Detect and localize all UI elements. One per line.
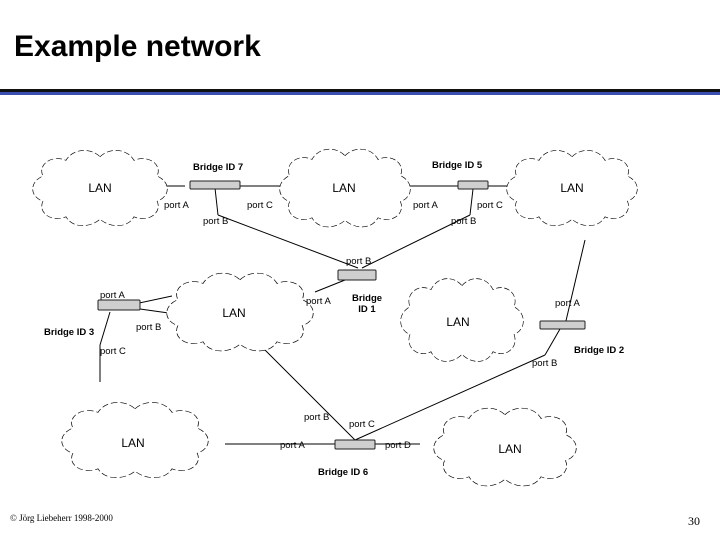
port-label: port B: [346, 256, 371, 267]
lan-label: LAN: [88, 181, 111, 195]
title-rule: [0, 89, 720, 92]
bridge-2: [539, 320, 586, 330]
bridge-1-label-line2: ID 1: [358, 304, 376, 315]
lan-label: LAN: [121, 436, 144, 450]
lan-label: LAN: [446, 315, 469, 329]
bridge-1: [337, 269, 377, 281]
port-label: port A: [555, 298, 580, 309]
lan-label: LAN: [222, 306, 245, 320]
link-b2-porta: [564, 239, 586, 326]
lan-label: LAN: [498, 442, 521, 456]
port-label: port A: [280, 440, 305, 451]
bridge-6-label: Bridge ID 6: [318, 467, 368, 478]
link-b5-to-b1: [361, 214, 471, 269]
links: [99, 185, 586, 445]
copyright-notice: © Jörg Liebeherr 1998-2000: [10, 513, 113, 523]
bridge-2-label: Bridge ID 2: [574, 345, 624, 356]
port-label: port B: [304, 412, 329, 423]
link-b1-porta: [314, 279, 346, 293]
port-label: port B: [203, 216, 228, 227]
bridge-5-label: Bridge ID 5: [432, 160, 483, 171]
page-number: 30: [688, 514, 700, 528]
link-b7-to-b1: [217, 214, 359, 269]
link-lan-to-b6: [254, 339, 356, 441]
bridge-7-label: Bridge ID 7: [193, 162, 243, 173]
port-label: port B: [136, 322, 161, 333]
port-label: port A: [100, 290, 125, 301]
port-label: port C: [100, 346, 126, 357]
bridge-5: [457, 180, 489, 190]
port-label: port A: [164, 200, 189, 211]
port-label: port B: [532, 358, 557, 369]
link-b2-portb: [544, 328, 561, 356]
lan-label: LAN: [332, 181, 355, 195]
lan-label: LAN: [560, 181, 583, 195]
slide-title: Example network: [14, 30, 261, 63]
link-b2-to-b6: [354, 354, 546, 441]
port-label: port A: [306, 296, 331, 307]
link-b7-portb: [214, 187, 219, 216]
port-label: port D: [385, 440, 411, 451]
bridge-1-label-line1: Bridge: [352, 293, 382, 304]
port-label: port C: [247, 200, 273, 211]
port-label: port A: [413, 200, 438, 211]
link-b5-portb: [469, 188, 474, 216]
port-label: port C: [477, 200, 503, 211]
bridge-3: [97, 299, 141, 311]
bridge-3-label: Bridge ID 3: [44, 327, 94, 338]
bridge-7: [189, 180, 241, 190]
port-label: port C: [349, 419, 375, 430]
bridge-6: [334, 439, 376, 450]
link-b3-portc: [99, 311, 111, 346]
port-label: port B: [451, 216, 476, 227]
title-rule-accent: [0, 92, 720, 95]
